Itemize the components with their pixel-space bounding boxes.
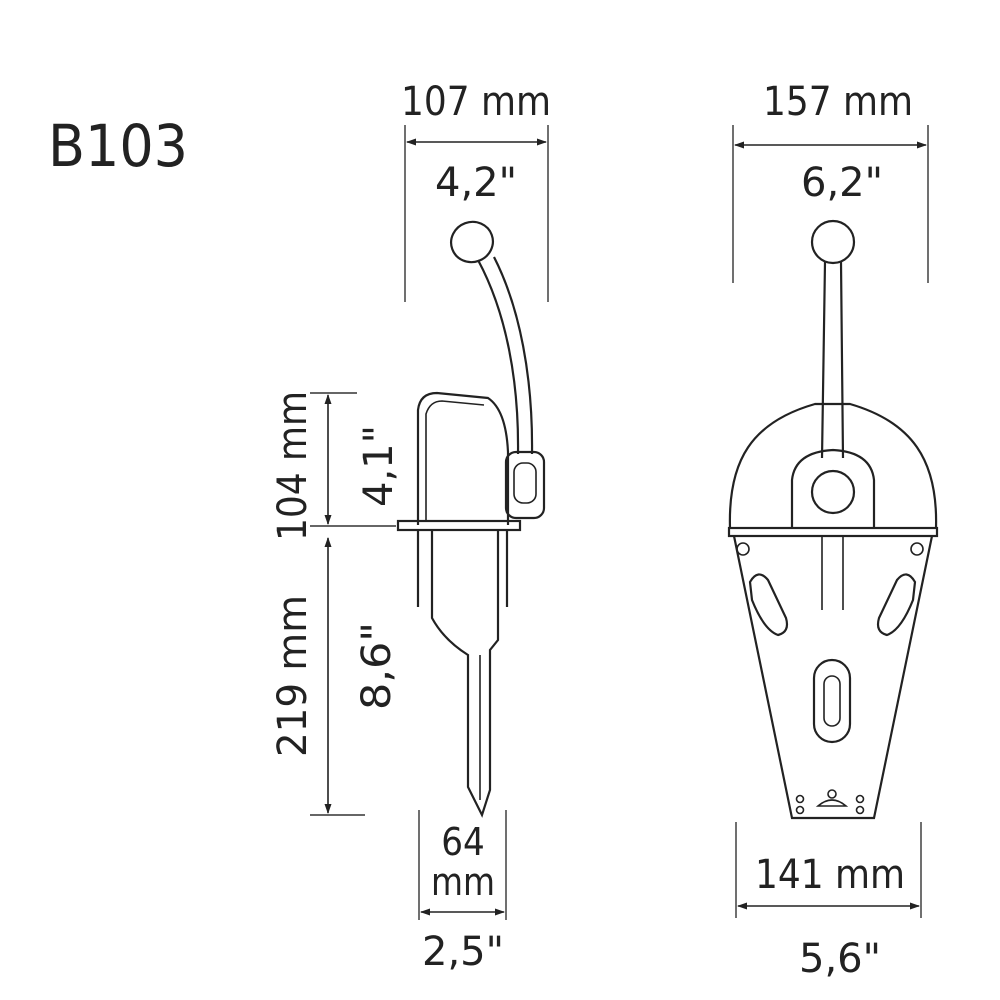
side-lever-hub	[504, 450, 546, 520]
side-housing-height-mm: 104 mm	[270, 391, 316, 541]
front-top-width-mm: 157 mm	[763, 79, 913, 125]
front-slot-center-inner	[823, 675, 841, 727]
front-screw-2	[795, 805, 805, 815]
side-housing	[416, 391, 510, 525]
front-lever-knob	[810, 219, 856, 265]
front-hub-circle	[810, 469, 856, 515]
side-base-width-in: 2,5"	[422, 929, 504, 975]
front-slot-center	[812, 658, 852, 744]
side-view: 107 mm 4,2" 104 mm 4,1" 219 mm 8,6" 64 m	[270, 79, 551, 975]
front-center-rib	[821, 536, 844, 610]
front-base-width-in: 5,6"	[799, 936, 881, 982]
front-housing-dome	[728, 402, 938, 529]
front-slot-left	[748, 573, 789, 637]
front-screw-3	[855, 794, 865, 804]
side-lever-shaft	[477, 256, 534, 455]
front-screw-1	[795, 794, 805, 804]
front-bolt-left	[736, 542, 750, 556]
front-center-fitting	[815, 799, 849, 807]
side-shaft-length-in: 8,6"	[354, 622, 400, 710]
side-base-width-mm-bottom: mm	[431, 860, 495, 904]
model-title: B103	[48, 112, 188, 180]
side-base-width-mm-top: 64	[441, 820, 485, 864]
side-housing-inner	[425, 400, 485, 522]
front-screw-4	[855, 805, 865, 815]
front-base-plate	[732, 535, 934, 820]
side-lower-body	[416, 530, 509, 607]
side-top-width-mm: 107 mm	[401, 79, 551, 125]
front-slot-right	[876, 573, 917, 637]
front-view: 157 mm 6,2" 141 mm 5,6"	[727, 79, 939, 982]
side-lever-knob	[450, 220, 494, 264]
side-shaft-length-mm: 219 mm	[270, 595, 316, 757]
front-base-width-mm: 141 mm	[755, 852, 905, 898]
front-lever-hub	[790, 448, 876, 528]
side-top-width-in: 4,2"	[435, 160, 517, 206]
side-lower-shaft	[430, 530, 500, 818]
front-mount-plate	[727, 526, 939, 538]
side-housing-height-in: 4,1"	[356, 425, 402, 507]
side-mount-plate	[396, 519, 522, 532]
front-center-fitting-top	[827, 789, 837, 799]
front-lever-shaft	[820, 261, 845, 459]
front-bolt-right	[910, 542, 924, 556]
front-top-width-in: 6,2"	[801, 160, 883, 206]
side-lever-hub-slot	[513, 462, 537, 504]
